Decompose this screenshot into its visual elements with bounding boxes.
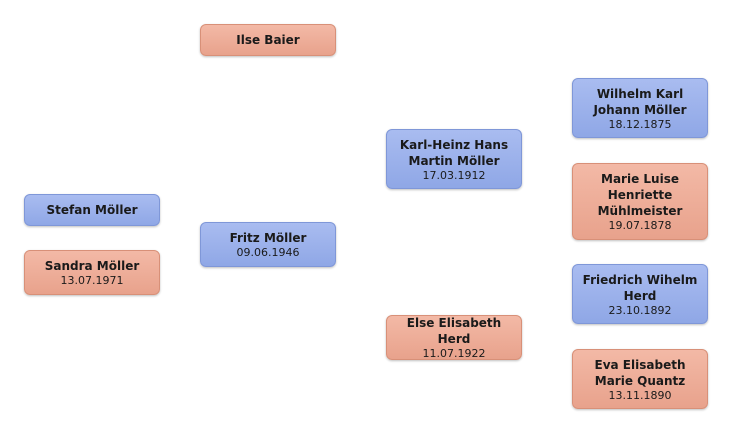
person-date: 23.10.1892 — [608, 303, 672, 317]
person-eva-quantz[interactable]: Eva Elisabeth Marie Quantz 13.11.1890 — [572, 349, 708, 409]
person-date: 13.07.1971 — [60, 274, 124, 287]
person-name: Stefan Möller — [46, 203, 138, 217]
person-karl-heinz-moeller[interactable]: Karl-Heinz Hans Martin Möller 17.03.1912 — [386, 129, 522, 189]
person-fritz-moeller[interactable]: Fritz Möller 09.06.1946 — [200, 222, 336, 267]
person-name: Karl-Heinz Hans Martin Möller — [399, 137, 509, 168]
person-marie-muehlmeister[interactable]: Marie Luise Henriette Mühlmeister 19.07.… — [572, 163, 708, 240]
person-name: Sandra Möller — [44, 259, 140, 273]
person-name: Marie Luise Henriette Mühlmeister — [597, 172, 683, 218]
person-date: 17.03.1912 — [422, 168, 486, 182]
person-name: Ilse Baier — [236, 33, 300, 47]
person-date: 09.06.1946 — [236, 246, 300, 259]
person-name: Friedrich Wihelm Herd — [582, 272, 698, 303]
person-name: Else Elisabeth Herd — [406, 316, 502, 346]
person-else-herd[interactable]: Else Elisabeth Herd 11.07.1922 — [386, 315, 522, 360]
person-date: 13.11.1890 — [608, 388, 672, 402]
person-name: Fritz Möller — [229, 231, 307, 245]
person-date: 11.07.1922 — [422, 347, 486, 360]
person-wilhelm-moeller[interactable]: Wilhelm Karl Johann Möller 18.12.1875 — [572, 78, 708, 138]
person-date: 18.12.1875 — [608, 117, 672, 131]
person-ilse-baier[interactable]: Ilse Baier — [200, 24, 336, 56]
person-date: 19.07.1878 — [608, 219, 672, 232]
person-sandra-moeller[interactable]: Sandra Möller 13.07.1971 — [24, 250, 160, 295]
person-friedrich-herd[interactable]: Friedrich Wihelm Herd 23.10.1892 — [572, 264, 708, 324]
person-name: Eva Elisabeth Marie Quantz — [594, 357, 686, 388]
person-stefan-moeller[interactable]: Stefan Möller — [24, 194, 160, 226]
person-name: Wilhelm Karl Johann Möller — [593, 86, 687, 117]
